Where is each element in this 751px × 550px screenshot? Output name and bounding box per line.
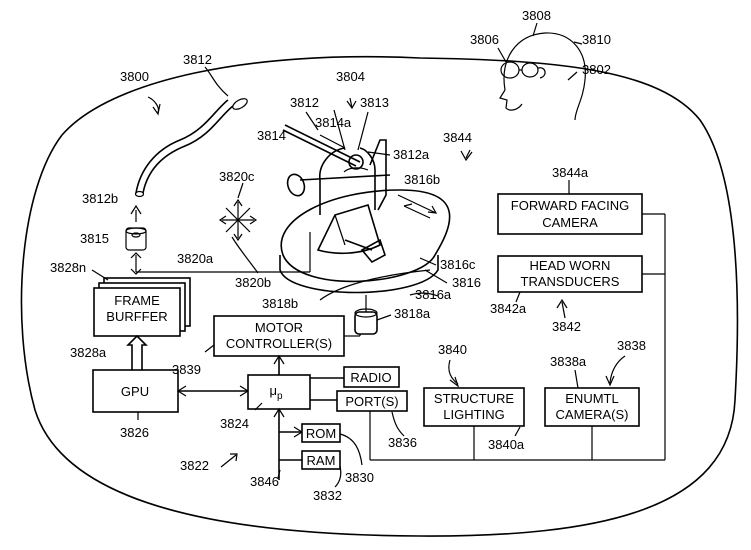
ref-3840a: 3840a: [488, 437, 525, 452]
ref-3816a: 3816a: [415, 287, 452, 302]
frame-buffer: [93, 277, 191, 337]
ref-3814: 3814: [257, 128, 286, 143]
ref-3815: 3815: [80, 231, 109, 246]
ref-3806: 3806: [470, 32, 499, 47]
forward-camera-box: [497, 193, 643, 235]
ref-3826: 3826: [120, 425, 149, 440]
ref-3812: 3812: [183, 52, 212, 67]
scanner-assembly: [279, 124, 451, 294]
ref-3822: 3822: [180, 458, 209, 473]
ref-3842: 3842: [552, 319, 581, 334]
ram-label: RAM: [307, 453, 336, 468]
system-boundary: [20, 55, 739, 537]
ref-3814a: 3814a: [315, 115, 352, 130]
motor-controller-box: [213, 315, 345, 357]
frame-buffer-label-1: FRAME: [114, 293, 160, 308]
processor-label: μp: [269, 383, 283, 402]
rom-box: [301, 423, 341, 443]
ref-3846: 3846: [250, 474, 279, 489]
motor-label-1: MOTOR: [255, 320, 303, 335]
ref-3802: 3802: [582, 62, 611, 77]
ref-3804: 3804: [336, 69, 365, 84]
motor-label-2: CONTROLLER(S): [226, 336, 332, 351]
ref-3828n: 3828n: [50, 260, 86, 275]
head-transducers-label-1: HEAD WORN: [530, 258, 611, 273]
ref-3810: 3810: [582, 32, 611, 47]
ref-3839: 3839: [172, 362, 201, 377]
structure-lighting-box: [423, 387, 525, 427]
ref-3800: 3800: [120, 69, 149, 84]
ref-3820a: 3820a: [177, 251, 214, 266]
rom-label: ROM: [306, 426, 336, 441]
ref-3832: 3832: [313, 488, 342, 503]
head-transducers-label-2: TRANSDUCERS: [521, 274, 620, 289]
ref-3820c: 3820c: [219, 169, 255, 184]
ref-3836: 3836: [388, 435, 417, 450]
ref-3820b: 3820b: [235, 275, 271, 290]
structure-lighting-label-1: STRUCTURE: [434, 391, 514, 406]
env-camera-label-2: CAMERA(S): [556, 407, 629, 422]
forward-camera-label-2: CAMERA: [542, 215, 598, 230]
motor: [354, 295, 378, 335]
ref-3838: 3838: [617, 338, 646, 353]
optical-fiber: [134, 98, 248, 198]
ref-3812a: 3812a: [393, 147, 430, 162]
ref-3830: 3830: [345, 470, 374, 485]
ref-3816c: 3816c: [440, 257, 476, 272]
ref-3816b: 3816b: [404, 172, 440, 187]
beam-directions: [218, 198, 258, 242]
ref-3842a: 3842a: [490, 301, 527, 316]
forward-camera-label-1: FORWARD FACING: [511, 198, 629, 213]
radio-label: RADIO: [350, 370, 391, 385]
ref-3812b: 3812b: [82, 191, 118, 206]
ref-3818a: 3818a: [394, 306, 431, 321]
env-camera-label-1: ENUMTL: [565, 391, 618, 406]
frame-buffer-label-2: BURFFER: [106, 309, 167, 324]
ref-3824: 3824: [220, 416, 249, 431]
user-head: [499, 32, 586, 121]
ref-3838a: 3838a: [550, 354, 587, 369]
ref-3844: 3844: [443, 130, 472, 145]
ref-3840: 3840: [438, 342, 467, 357]
ref-3818b: 3818b: [262, 296, 298, 311]
gpu-label: GPU: [121, 384, 149, 399]
radio-box: [343, 366, 400, 388]
port-box: [336, 390, 408, 412]
ref-3812-top: 3812: [290, 95, 319, 110]
ref-3813: 3813: [360, 95, 389, 110]
ref-3844a: 3844a: [552, 165, 589, 180]
ram-box: [301, 450, 341, 470]
port-label: PORT(S): [345, 394, 398, 409]
ref-3808: 3808: [522, 8, 551, 23]
ref-3816: 3816: [452, 275, 481, 290]
structure-lighting-label-2: LIGHTING: [443, 407, 504, 422]
ref-3828a: 3828a: [70, 345, 107, 360]
